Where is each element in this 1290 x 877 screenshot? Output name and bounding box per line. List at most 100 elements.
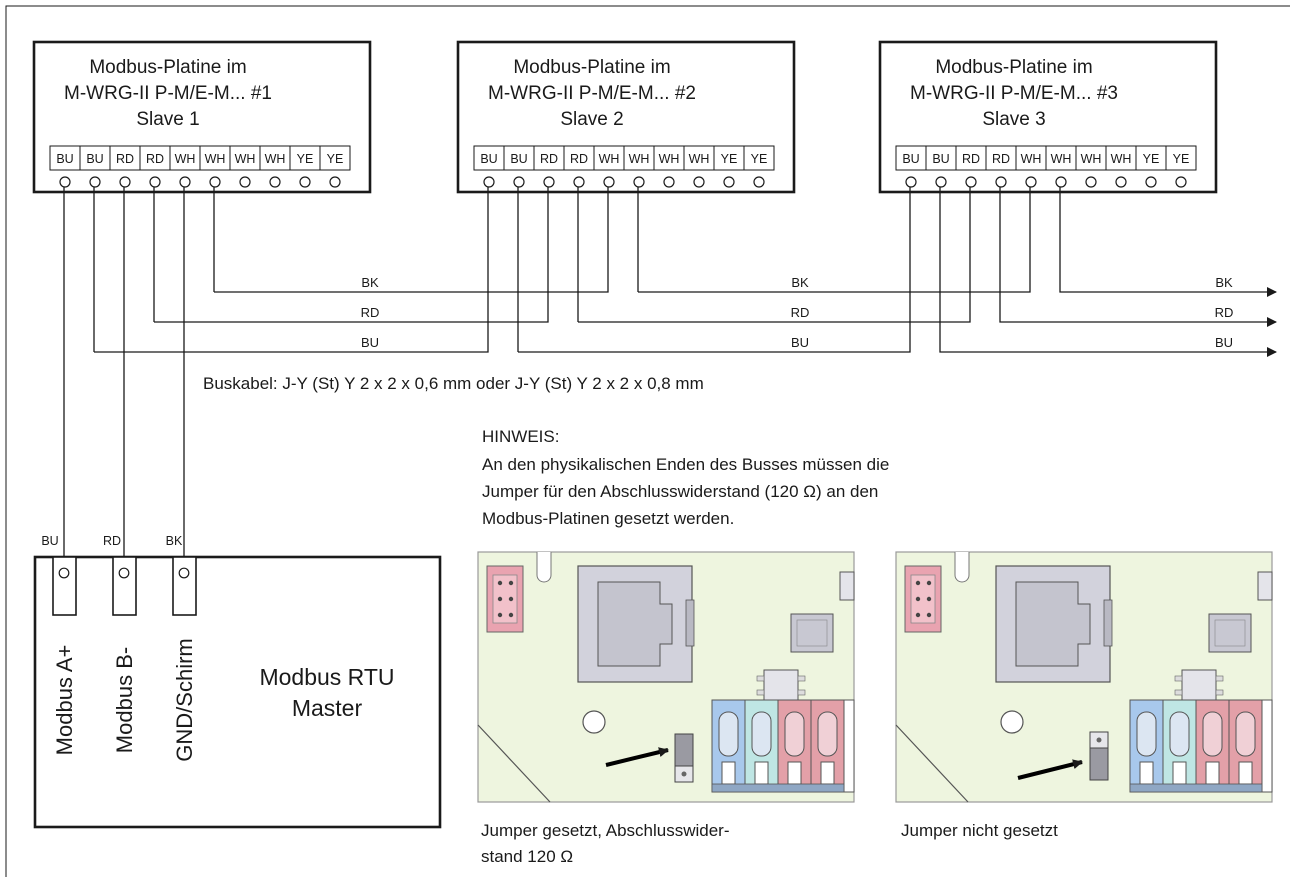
modbus-master: BU RD BK Modbus A+ Modbus B- GND/Schirm … [33,534,442,829]
mounting-hole-icon [1000,710,1024,734]
master-terminal-a [52,556,77,616]
terminal-cell [683,145,715,171]
terminal-pin [693,176,705,188]
terminal-label: WH [599,152,620,166]
caption-jumper-set-line1: Jumper gesetzt, Abschlusswider- [481,821,730,840]
pin-header-icon [904,565,942,633]
note-line-3: Modbus-Platinen gesetzt werden. [482,509,734,528]
terminal-label: WH [1081,152,1102,166]
terminal-pin [965,176,977,188]
terminal-label: BU [56,152,73,166]
slave-module-3: Modbus-Platine im M-WRG-II P-M/E-M... #3… [878,40,1218,194]
terminal-label: RD [992,152,1010,166]
terminal-pin [1175,176,1187,188]
terminal-blocks-icon [1129,699,1273,793]
note-line-2: Jumper für den Abschlusswiderstand (120 … [482,482,878,501]
terminal-label: BU [932,152,949,166]
terminal-pin [633,176,645,188]
terminal-cell [79,145,111,171]
slave-3-title-line2: M-WRG-II P-M/E-M... #3 [910,83,1118,104]
terminal-label: YE [1143,152,1160,166]
bus-wiring [63,187,1277,563]
slave-1-title-line3: Slave 1 [136,109,199,130]
terminal-blocks-icon [711,699,855,793]
slave-1-title-line1: Modbus-Platine im [89,57,246,78]
caption-jumper-not-set: Jumper nicht gesetzt [901,821,1058,840]
wire-label-rd-2: RD [791,305,810,320]
terminal-pin [59,176,71,188]
terminal-cell [49,145,81,171]
frame-border [5,5,1290,877]
note-line-1: An den physikalischen Enden des Busses m… [482,455,889,474]
master-terminal-label-b: Modbus B- [112,647,137,753]
terminal-label: RD [146,152,164,166]
pin-header-icon [486,565,524,633]
terminal-cell [319,145,351,171]
slave-2-title-line1: Modbus-Platine im [513,57,670,78]
board-photo-jumper-set [477,551,855,803]
terminal-label: RD [962,152,980,166]
arrow-icon [605,747,669,767]
terminal-label: WH [689,152,710,166]
wire-label-bk-2: BK [791,275,809,290]
terminal-pin [269,176,281,188]
wire-label-rd-1: RD [361,305,380,320]
mounting-hole-icon [582,710,606,734]
terminal-pin [179,176,191,188]
terminal-pin [513,176,525,188]
terminal-pin [239,176,251,188]
wire-label-rd-3: RD [1215,305,1234,320]
master-pin-b [118,567,130,579]
terminal-pin [905,176,917,188]
terminal-pin [663,176,675,188]
chip-icon [1208,613,1252,653]
terminal-label: BU [480,152,497,166]
terminal-pin [483,176,495,188]
terminal-cell [229,145,261,171]
terminal-pin [935,176,947,188]
terminal-label: WH [1051,152,1072,166]
terminal-pin [573,176,585,188]
wire-label-bu-3: BU [1215,335,1233,350]
terminal-label: WH [235,152,256,166]
jumper-icon [1089,731,1109,781]
terminal-label: WH [205,152,226,166]
master-wire-label-rd: RD [103,534,121,548]
terminal-label: YE [297,152,314,166]
terminal-cell [925,145,957,171]
terminal-pin [1145,176,1157,188]
slave-2-title-line2: M-WRG-II P-M/E-M... #2 [488,83,696,104]
rj45-jack-icon [995,565,1113,683]
slave-module-1: Modbus-Platine im M-WRG-II P-M/E-M... #1… [32,40,372,194]
terminal-cell [653,145,685,171]
terminal-label: WH [629,152,650,166]
slave-2-title-line3: Slave 2 [560,109,623,130]
caption-jumper-set-line2: stand 120 Ω [481,847,573,866]
rj45-jack-icon [577,565,695,683]
terminal-pin [753,176,765,188]
terminal-pin [1025,176,1037,188]
terminal-label: WH [265,152,286,166]
arrow-icon [1017,759,1083,780]
master-terminal-gnd [172,556,197,616]
terminal-cell [289,145,321,171]
terminal-label: YE [751,152,768,166]
wire-label-bu-1: BU [361,335,379,350]
master-pin-a [58,567,70,579]
slave-3-title-line1: Modbus-Platine im [935,57,1092,78]
terminal-cell [1015,145,1047,171]
terminal-cell [1045,145,1077,171]
bus-arrow-bk [1059,187,1277,297]
terminal-cell [713,145,745,171]
terminal-label: BU [510,152,527,166]
terminal-cell [1075,145,1107,171]
terminal-cell [743,145,775,171]
terminal-pin [1085,176,1097,188]
terminal-pin [119,176,131,188]
cable-specification: Buskabel: J-Y (St) Y 2 x 2 x 0,6 mm oder… [203,374,704,393]
terminal-label: BU [902,152,919,166]
terminal-label: RD [570,152,588,166]
terminal-cell [1135,145,1167,171]
terminal-pin [603,176,615,188]
terminal-cell [563,145,595,171]
